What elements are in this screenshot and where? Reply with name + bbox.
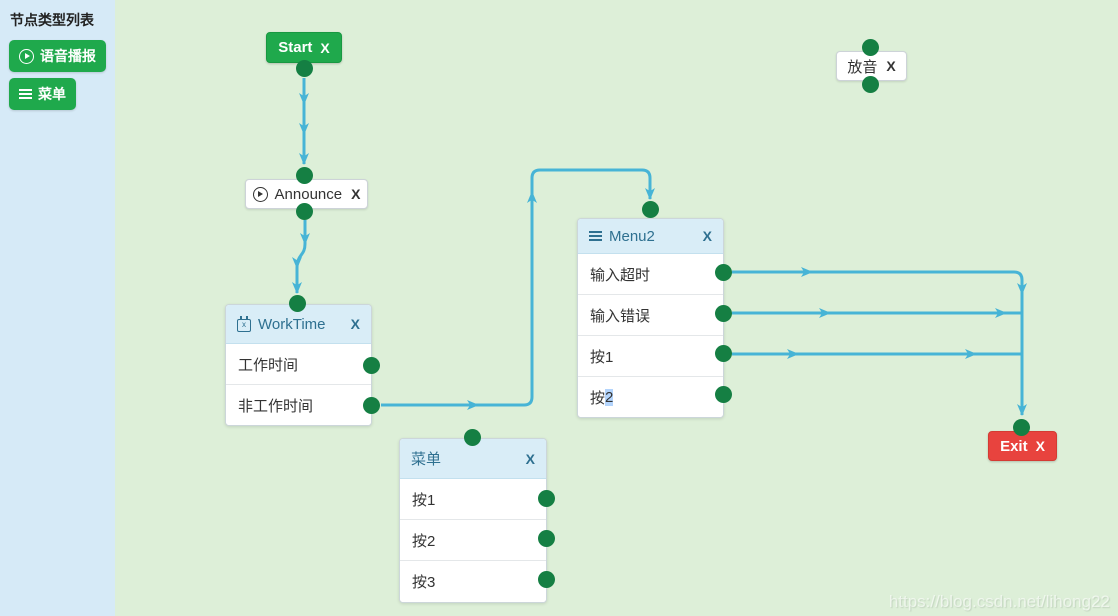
play-circle-icon — [252, 186, 268, 202]
endpoint-menu-in[interactable] — [464, 429, 481, 446]
node-menu2-close-button[interactable]: X — [702, 228, 712, 244]
palette-button-announce[interactable]: 语音播报 — [9, 40, 106, 72]
row-label: 按1 — [412, 491, 436, 509]
row-label: 输入错误 — [590, 307, 651, 325]
endpoint-announce-in[interactable] — [296, 167, 313, 184]
menu-row-key3[interactable]: 按3 — [400, 561, 546, 602]
palette-button-menu[interactable]: 菜单 — [9, 78, 76, 110]
palette-button-announce-label: 语音播报 — [40, 48, 96, 64]
play-circle-icon — [19, 48, 34, 64]
node-menu[interactable]: 菜单 X 按1 按2 按3 — [399, 438, 547, 603]
node-menu-title: 菜单 — [411, 451, 442, 468]
node-exit-label: Exit — [1000, 437, 1028, 455]
row-label: 按2 — [412, 532, 436, 550]
row-label: 输入超时 — [590, 266, 651, 284]
node-menu2-title: Menu2 — [609, 227, 655, 245]
node-exit-close-button[interactable]: X — [1035, 438, 1045, 454]
menu-row-key1[interactable]: 按1 — [400, 479, 546, 520]
hamburger-icon — [589, 231, 602, 241]
connector-menu2-timeout-exit — [732, 267, 1027, 416]
endpoint-menu2-row1-out[interactable] — [715, 264, 732, 281]
menu-row-key2[interactable]: 按2 — [400, 520, 546, 561]
node-playback-close-button[interactable]: X — [886, 58, 896, 74]
menu2-row-key1[interactable]: 按1 — [578, 336, 723, 377]
endpoint-worktime-row2-out[interactable] — [363, 397, 380, 414]
row-label: 按1 — [590, 348, 614, 366]
node-exit[interactable]: Exit X — [988, 431, 1057, 461]
watermark: https://blog.csdn.net/lihong22 — [888, 592, 1110, 611]
endpoint-worktime-row1-out[interactable] — [363, 357, 380, 374]
worktime-row-non-working-hours[interactable]: 非工作时间 — [226, 385, 371, 425]
endpoint-exit-in[interactable] — [1013, 419, 1030, 436]
menu2-row-input-timeout[interactable]: 输入超时 — [578, 254, 723, 295]
menu2-row-input-error[interactable]: 输入错误 — [578, 295, 723, 336]
node-worktime-close-button[interactable]: X — [350, 316, 360, 332]
sidebar-title: 节点类型列表 — [10, 12, 94, 28]
node-start[interactable]: Start X — [266, 32, 342, 63]
endpoint-menu-row2-out[interactable] — [538, 530, 555, 547]
connector-announce-worktime — [292, 220, 310, 294]
endpoint-start-out[interactable] — [296, 60, 313, 77]
node-worktime-title: WorkTime — [258, 315, 326, 333]
node-start-close-button[interactable]: X — [320, 39, 330, 56]
hamburger-icon — [19, 89, 32, 99]
node-worktime[interactable]: x WorkTime X 工作时间 非工作时间 — [225, 304, 372, 426]
worktime-row-working-hours[interactable]: 工作时间 — [226, 344, 371, 385]
row-label: 按 — [590, 389, 606, 407]
endpoint-playback-in[interactable] — [862, 39, 879, 56]
row-label-selected-text: 2 — [605, 388, 614, 406]
endpoint-menu-row3-out[interactable] — [538, 571, 555, 588]
endpoint-worktime-in[interactable] — [289, 295, 306, 312]
endpoint-announce-out[interactable] — [296, 203, 313, 220]
node-announce-label: Announce — [274, 185, 343, 203]
node-announce-close-button[interactable]: X — [351, 186, 361, 202]
row-label: 非工作时间 — [238, 397, 314, 415]
node-menu2-header: Menu2 X — [578, 219, 723, 254]
endpoint-menu-row1-out[interactable] — [538, 490, 555, 507]
endpoint-menu2-in[interactable] — [642, 201, 659, 218]
node-start-label: Start — [278, 39, 313, 56]
node-playback-label: 放音 — [847, 58, 878, 76]
row-label: 按3 — [412, 574, 436, 591]
calendar-icon: x — [237, 315, 251, 332]
node-menu-close-button[interactable]: X — [525, 450, 535, 467]
endpoint-menu2-row3-out[interactable] — [715, 345, 732, 362]
palette-button-menu-label: 菜单 — [38, 86, 66, 102]
row-label: 工作时间 — [238, 356, 299, 374]
endpoint-menu2-row2-out[interactable] — [715, 305, 732, 322]
endpoint-menu2-row4-out[interactable] — [715, 386, 732, 403]
node-palette-sidebar: 节点类型列表 语音播报 菜单 — [0, 0, 115, 616]
endpoint-playback-out[interactable] — [862, 76, 879, 93]
